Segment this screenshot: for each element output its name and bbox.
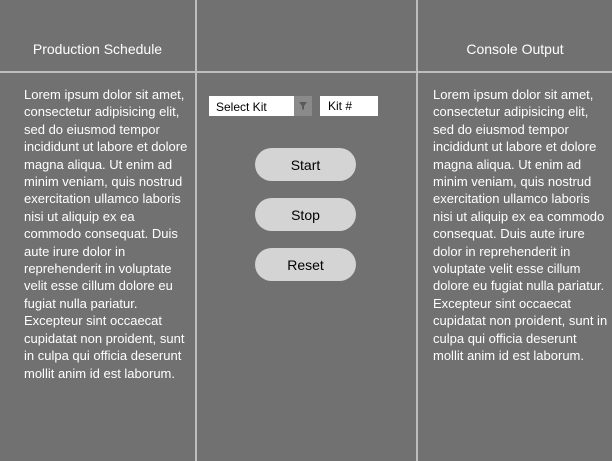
header-divider xyxy=(0,71,612,73)
console-output-text: Lorem ipsum dolor sit amet, consectetur … xyxy=(433,87,608,364)
production-schedule-title: Production Schedule xyxy=(32,41,163,57)
stop-button[interactable]: Stop xyxy=(255,198,356,231)
column-divider-right xyxy=(416,0,418,461)
console-output-title: Console Output xyxy=(466,41,564,57)
reset-button[interactable]: Reset xyxy=(255,248,356,281)
production-schedule-text: Lorem ipsum dolor sit amet, consectetur … xyxy=(24,87,188,381)
kit-select-dropdown[interactable]: Select Kit xyxy=(209,96,312,116)
filter-dropdown-icon[interactable] xyxy=(294,96,312,116)
column-divider-left xyxy=(195,0,197,461)
kit-number-input[interactable] xyxy=(320,96,378,116)
kit-select-value: Select Kit xyxy=(216,100,267,114)
start-button[interactable]: Start xyxy=(255,148,356,181)
